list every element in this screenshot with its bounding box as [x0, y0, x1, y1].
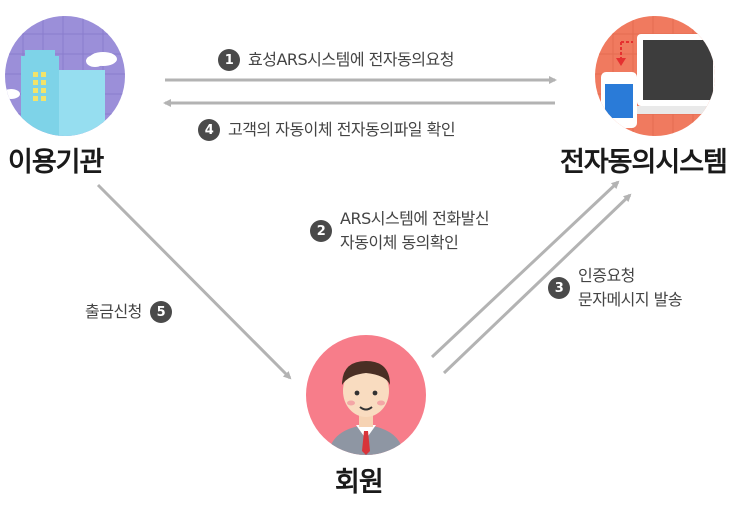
- step-3-number-badge: 3: [548, 277, 570, 299]
- step-2-line-2: 자동이체 동의확인: [340, 233, 459, 252]
- agency-label: 이용기관: [8, 147, 104, 178]
- step-3: 3 인증요청 문자메시지 발송: [548, 264, 683, 312]
- step-2: 2 ARS시스템에 전화발신 자동이체 동의확인: [310, 207, 490, 255]
- step-5-text: 출금신청: [85, 302, 142, 321]
- building-icon: [5, 16, 125, 136]
- step-4: 4 고객의 자동이체 전자동의파일 확인: [198, 119, 456, 141]
- person-avatar-icon: [306, 335, 426, 455]
- step-4-number-badge: 4: [198, 119, 220, 141]
- step-1-number-badge: 1: [218, 49, 240, 71]
- step-1: 1 효성ARS시스템에 전자동의요청: [218, 49, 454, 71]
- step-4-text: 고객의 자동이체 전자동의파일 확인: [228, 120, 456, 139]
- step-5: 출금신청 5: [85, 301, 172, 323]
- step-2-number-badge: 2: [310, 220, 332, 242]
- arrow-step-3: [442, 193, 632, 375]
- monitor-phone-icon: [595, 16, 715, 136]
- step-3-line-1: 인증요청: [578, 266, 635, 285]
- step-3-line-2: 문자메시지 발송: [578, 290, 683, 309]
- member-label: 회원: [335, 467, 384, 498]
- arrow-step-2: [430, 180, 620, 359]
- step-5-number-badge: 5: [149, 301, 172, 323]
- consent-system-label: 전자동의시스템: [560, 147, 728, 178]
- step-2-line-1: ARS시스템에 전화발신: [340, 209, 490, 228]
- step-1-text: 효성ARS시스템에 전자동의요청: [248, 50, 454, 69]
- arrow-step-5: [96, 183, 292, 380]
